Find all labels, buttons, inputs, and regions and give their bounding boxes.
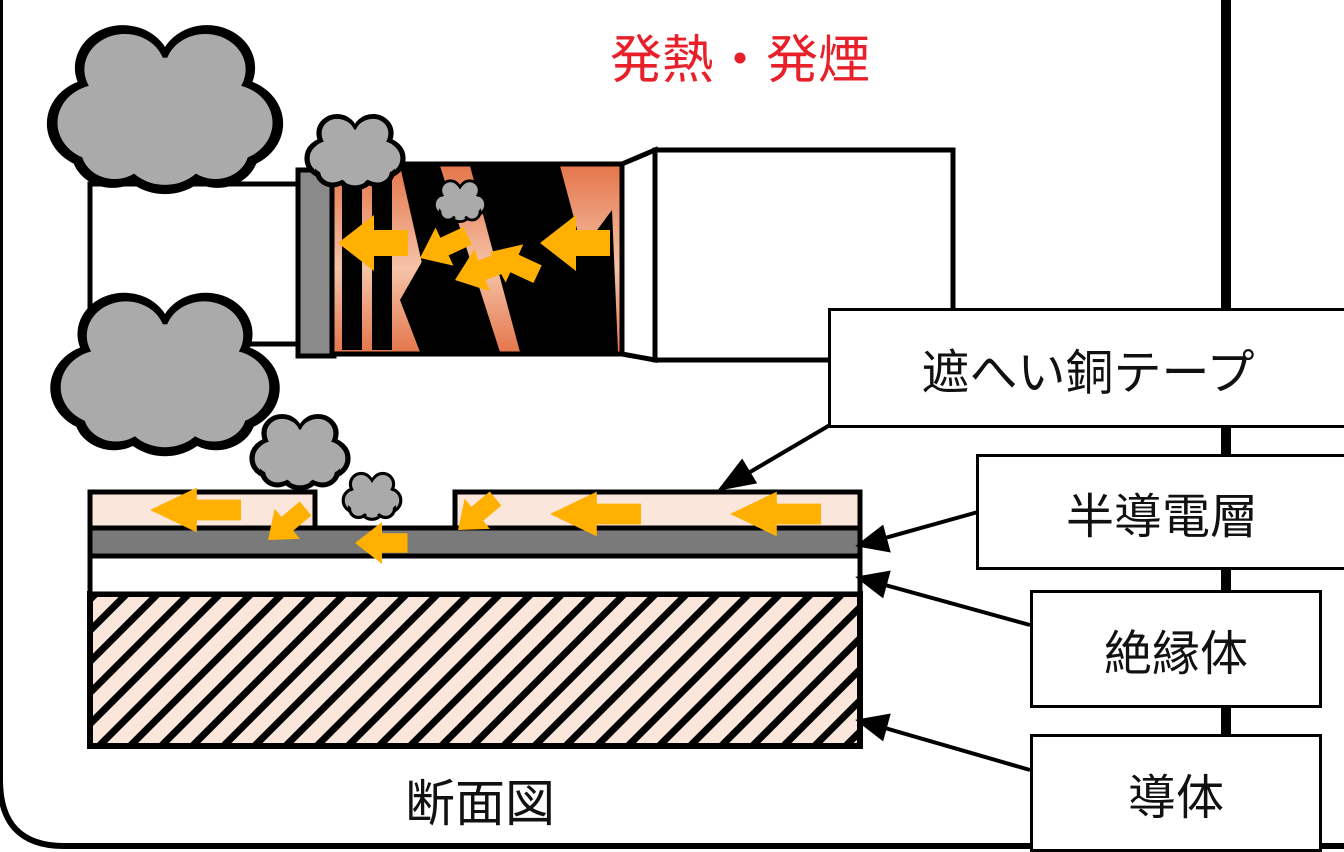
pointer-lines: [717, 423, 1031, 772]
label-insulator: 絶縁体: [1030, 590, 1322, 708]
semiconductive-layer: [87, 525, 863, 559]
label-semiconductive-layer: 半導電層: [976, 454, 1344, 570]
cross-section: [87, 483, 863, 749]
diagram-title: 発熱・発煙: [610, 31, 871, 91]
cable-side-view: [87, 146, 956, 363]
insulator-layer: [87, 553, 863, 597]
cross-section-caption: 断面図: [405, 775, 555, 833]
semiconductive-band: [295, 167, 337, 359]
label-shield-copper-tape: 遮へい銅テープ: [828, 308, 1344, 428]
copper-tape-stripes: [342, 166, 618, 352]
cable-taper: [619, 146, 658, 363]
label-conductor: 導体: [1030, 734, 1322, 852]
conductor-layer: [87, 591, 863, 749]
